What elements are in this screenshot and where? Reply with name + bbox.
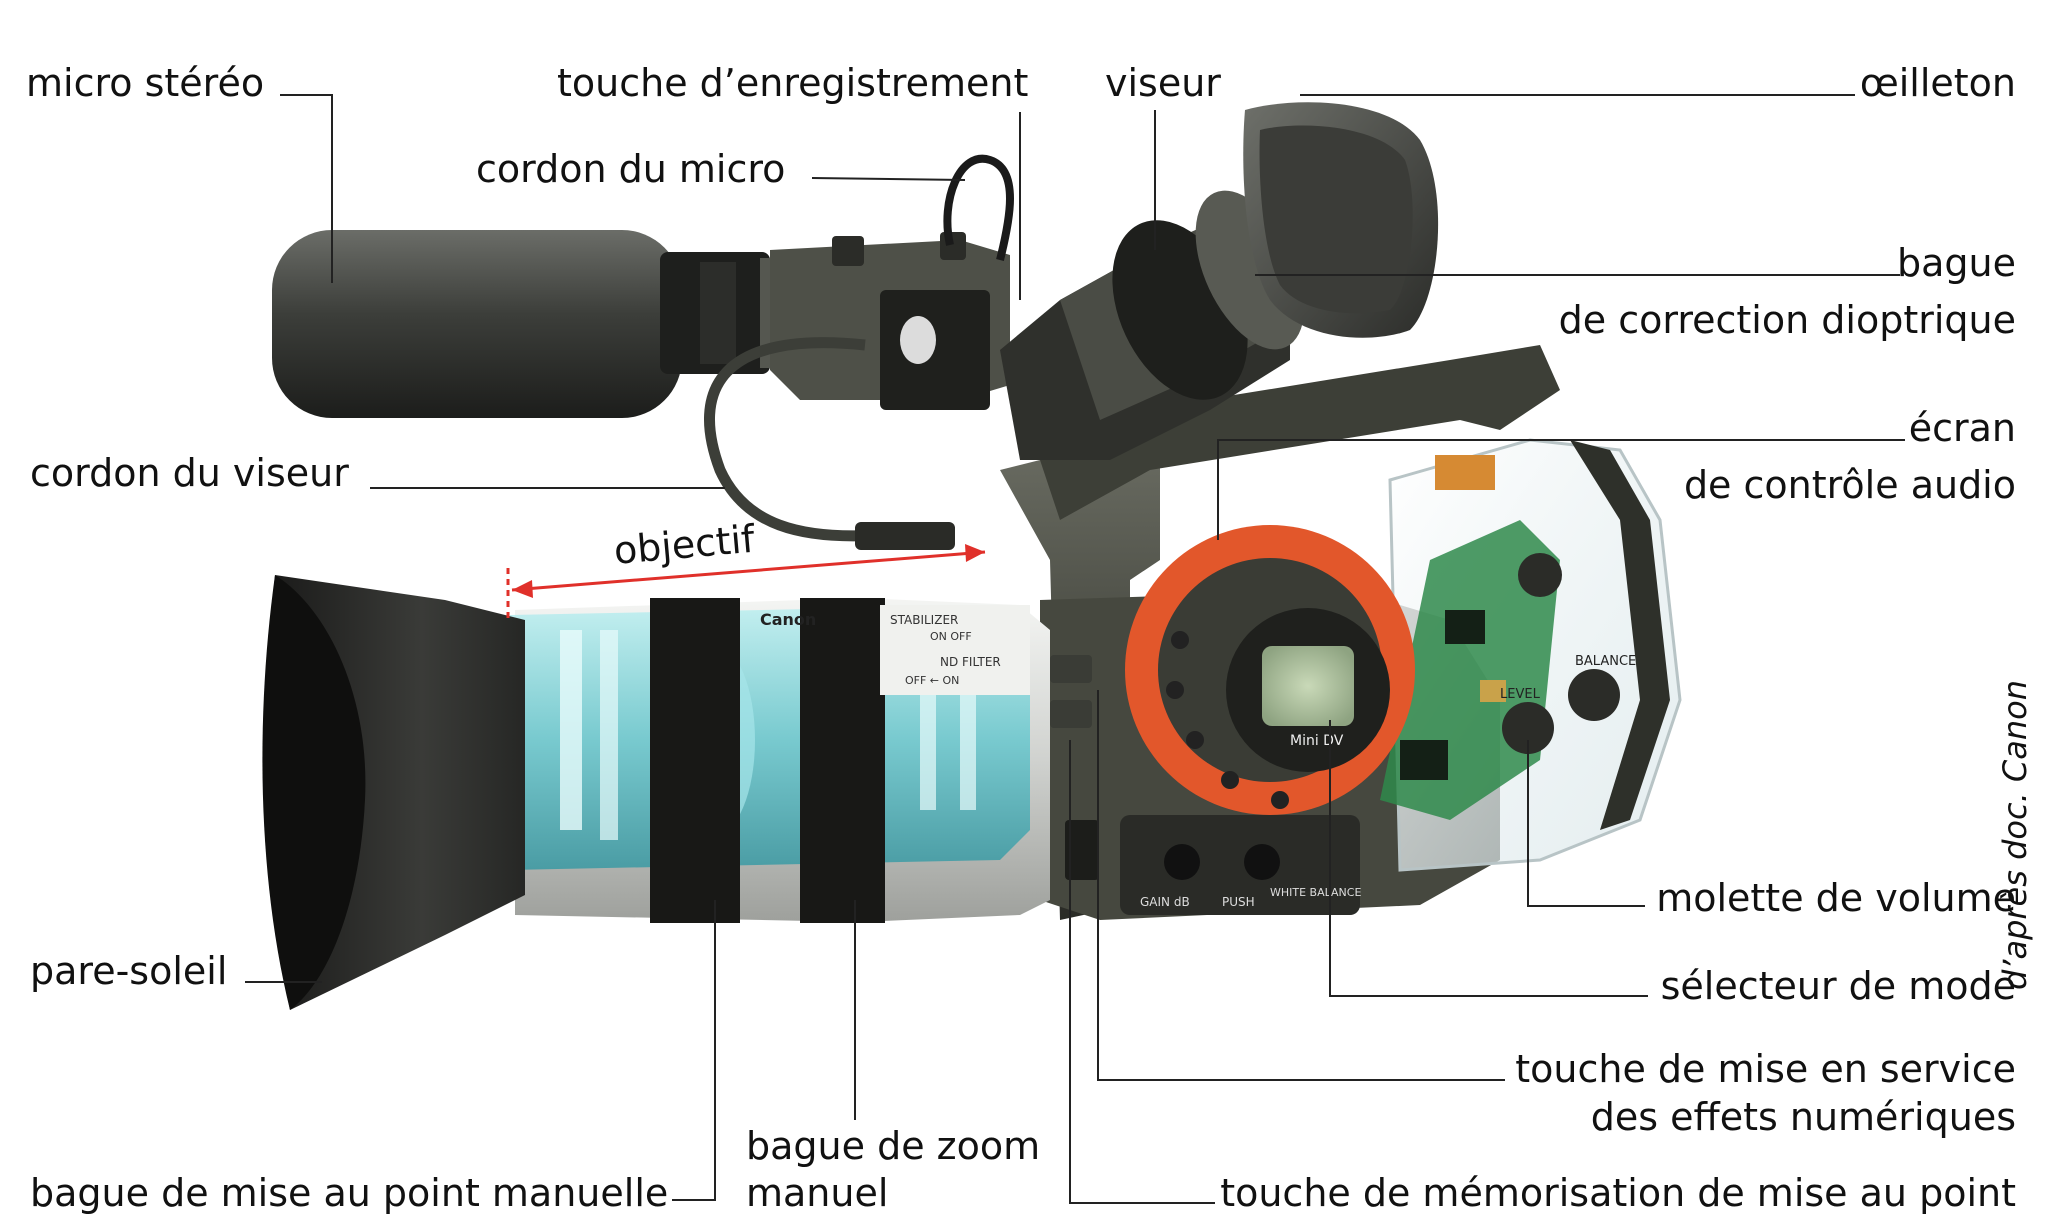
credit-text: d’après doc. Canon bbox=[1996, 679, 2034, 991]
label-ecran-line1: écran bbox=[1908, 406, 2016, 450]
label-touche-effets-line2: des effets numériques bbox=[1590, 1095, 2016, 1139]
objectif-span-arrow bbox=[506, 544, 986, 620]
label-ecran-line2: de contrôle audio bbox=[1683, 463, 2016, 507]
label-touche-enregistrement: touche d’enregistrement bbox=[557, 61, 1029, 105]
label-bague-mise-au-point: bague de mise au point manuelle bbox=[30, 1171, 669, 1215]
leader-ecran bbox=[1217, 439, 1905, 540]
label-cordon-viseur: cordon du viseur bbox=[30, 451, 349, 495]
stabilizer-label: STABILIZER bbox=[890, 613, 958, 627]
label-bague-correction-line1: bague bbox=[1897, 241, 2016, 285]
nd-filter-label: ND FILTER bbox=[940, 655, 1001, 669]
push-label: PUSH bbox=[1222, 895, 1255, 909]
mini-dv-logo: Mini DV bbox=[1290, 733, 1344, 749]
lens-hood bbox=[262, 575, 525, 1010]
label-bague-zoom-line1: bague de zoom bbox=[746, 1124, 1041, 1168]
label-touche-effets-line1: touche de mise en service bbox=[1515, 1047, 2016, 1091]
leader-cordon-micro bbox=[811, 177, 966, 181]
label-bague-zoom-line2: manuel bbox=[746, 1171, 889, 1215]
audio-knobs: LEVEL BALANCE bbox=[1500, 553, 1636, 754]
balance-label: BALANCE bbox=[1575, 654, 1636, 669]
leader-memorisation bbox=[1069, 740, 1215, 1204]
leader-molette-volume bbox=[1527, 740, 1645, 907]
label-viseur: viseur bbox=[1105, 61, 1221, 105]
label-micro-stereo: micro stéréo bbox=[26, 61, 265, 105]
leader-lines bbox=[245, 94, 1905, 1204]
viewfinder-cord bbox=[703, 337, 881, 542]
label-bague-correction-line2: de correction dioptrique bbox=[1558, 298, 2016, 342]
mic-holder bbox=[770, 232, 1010, 410]
control-panel: GAIN dB PUSH WHITE BALANCE bbox=[1050, 655, 1361, 915]
on-off-label: ON OFF bbox=[930, 630, 972, 643]
level-label: LEVEL bbox=[1500, 687, 1541, 702]
label-selecteur-mode: sélecteur de mode bbox=[1660, 964, 2016, 1008]
stereo-microphone bbox=[272, 230, 830, 418]
mic-cord bbox=[943, 154, 1014, 261]
label-touche-memorisation: touche de mémorisation de mise au point bbox=[1220, 1171, 2016, 1215]
label-cordon-micro: cordon du micro bbox=[476, 147, 786, 191]
leader-touche-effets bbox=[1097, 690, 1505, 1081]
lens-brand: Canon bbox=[760, 610, 816, 629]
mode-dial: Mini DV bbox=[1125, 525, 1415, 815]
viewfinder bbox=[1000, 102, 1439, 460]
white-balance-label: WHITE BALANCE bbox=[1270, 886, 1361, 899]
lens-barrel: STABILIZER ON OFF ND FILTER OFF ← ON Can… bbox=[510, 598, 1050, 923]
label-molette-volume: molette de volume bbox=[1656, 876, 2016, 920]
leader-micro-stereo bbox=[280, 94, 333, 283]
label-oeilleton: œilleton bbox=[1859, 61, 2016, 105]
off-on-label: OFF ← ON bbox=[905, 674, 959, 687]
leader-selecteur-mode bbox=[1329, 720, 1648, 997]
leader-mise-au-point bbox=[672, 900, 716, 1201]
label-pare-soleil: pare-soleil bbox=[30, 949, 228, 993]
gain-label: GAIN dB bbox=[1140, 895, 1190, 909]
